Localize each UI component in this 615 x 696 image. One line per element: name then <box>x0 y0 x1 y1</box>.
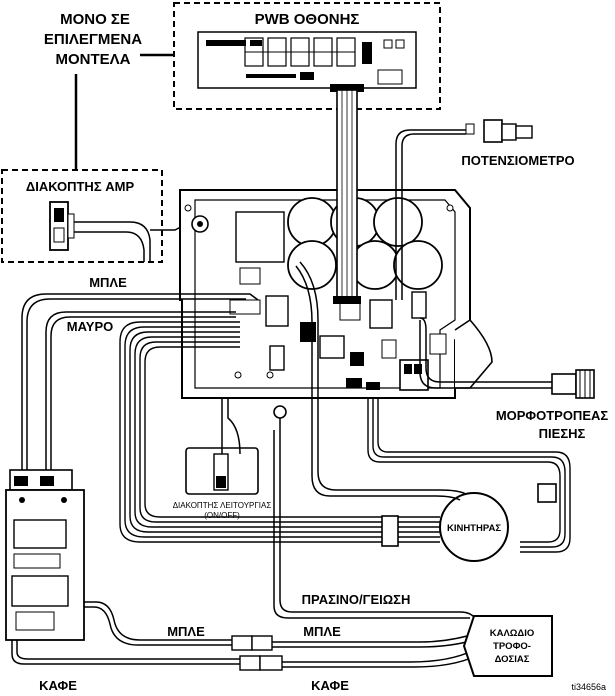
onoff-switch-label-1: ΔΙΑΚΟΠΤΗΣ ΛΕΙΤΟΥΡΓΙΑΣ <box>173 501 272 510</box>
only-selected-line1: ΜΟΝΟ ΣΕ <box>60 11 130 28</box>
brown-wire-connector <box>239 655 283 671</box>
motor-harness <box>119 321 440 543</box>
pressure-transducer <box>551 369 595 399</box>
ground-ring <box>273 405 287 419</box>
motor-wire-clip <box>537 483 557 503</box>
brown-wire-bottom <box>11 640 240 665</box>
green-ground-label: ΠΡΑΣΙΝΟ/ΓΕΙΩΣΗ <box>302 592 411 607</box>
brown-wire-bottom-right <box>282 649 475 663</box>
pcb-components <box>184 204 454 391</box>
blue-wire-bottom-2 <box>84 606 232 646</box>
amp-switch <box>49 201 75 251</box>
motor-label: ΚΙΝΗΤΗΡΑΣ <box>447 523 501 534</box>
only-selected-models-note: ΜΟΝΟ ΣΕ ΕΠΙΛΕΓΜΕΝΑ ΜΟΝΤΕΛΑ <box>44 11 142 68</box>
only-selected-line3: ΜΟΝΤΕΛΑ <box>56 51 131 68</box>
power-cord-label-2: ΤΡΟΦΟ- <box>493 641 531 652</box>
green-ground-wire <box>279 418 477 621</box>
brown-wire-label-bottom-left: ΚΑΦΕ <box>39 678 77 693</box>
pressure-transducer-label-2: ΠΙΕΣΗΣ <box>539 426 586 441</box>
blue-wire-connector <box>231 635 273 651</box>
power-cord-label-3: ΔΟΣΙΑΣ <box>495 654 530 665</box>
brown-wire-label-bottom-right: ΚΑΦΕ <box>311 678 349 693</box>
only-selected-line2: ΕΠΙΛΕΓΜΕΝΑ <box>44 31 142 48</box>
blue-wire-bottom <box>84 601 232 641</box>
onoff-switch-label-2: (ON/OFF) <box>204 511 240 520</box>
motor-wires-right <box>367 398 571 553</box>
capacitors <box>287 197 443 290</box>
black-wire-top-2 <box>50 316 236 470</box>
blue-wire-label-top: ΜΠΛΕ <box>89 275 127 290</box>
blue-wire-label-bottom-right: ΜΠΛΕ <box>303 624 341 639</box>
display-pwb-board <box>197 31 417 92</box>
potentiometer-wire-2 <box>401 133 466 300</box>
potentiometer <box>465 119 533 143</box>
onoff-wire-2 <box>227 398 241 455</box>
green-ground-wire-2 <box>273 430 470 619</box>
blue-wire-top <box>21 293 259 470</box>
power-cord-label-1: ΚΑΛΩΔΙΟ <box>490 628 535 639</box>
blue-wire-top-2 <box>26 298 246 470</box>
amp-switch-dashed-outline <box>1 169 163 263</box>
power-cord-shape <box>462 615 553 677</box>
pressure-transducer-label-1: ΜΟΡΦΟΤΡΟΠΕΑΣ <box>496 408 609 423</box>
ribbon-cable <box>333 89 361 304</box>
figure-id: ti34656a <box>571 682 606 692</box>
board-to-motor-wire-2 <box>295 265 461 501</box>
board-to-motor-wire <box>299 261 467 495</box>
transducer-wire-2 <box>419 320 552 389</box>
potentiometer-label: ΠΟΤΕΝΣΙΟΜΕΤΡΟ <box>461 153 574 168</box>
potentiometer-wire <box>395 129 466 300</box>
onoff-switch <box>185 447 259 495</box>
amp-switch-wire <box>74 221 151 262</box>
amp-switch-wire-2 <box>74 231 145 262</box>
terminal-block <box>5 469 85 641</box>
blue-wire-label-bottom-left: ΜΠΛΕ <box>167 624 205 639</box>
black-wire-top <box>45 311 236 470</box>
black-wire-label-top: ΜΑΥΡΟ <box>67 319 114 334</box>
transducer-wire <box>419 317 552 383</box>
amp-switch-label: ΔΙΑΚΟΠΤΗΣ AMP <box>26 179 135 194</box>
brown-wire-bottom-2 <box>16 640 240 660</box>
display-pwb-label: PWB ΟΘΟΝΗΣ <box>255 11 360 28</box>
harness-clip <box>381 515 399 547</box>
motor <box>439 492 509 562</box>
